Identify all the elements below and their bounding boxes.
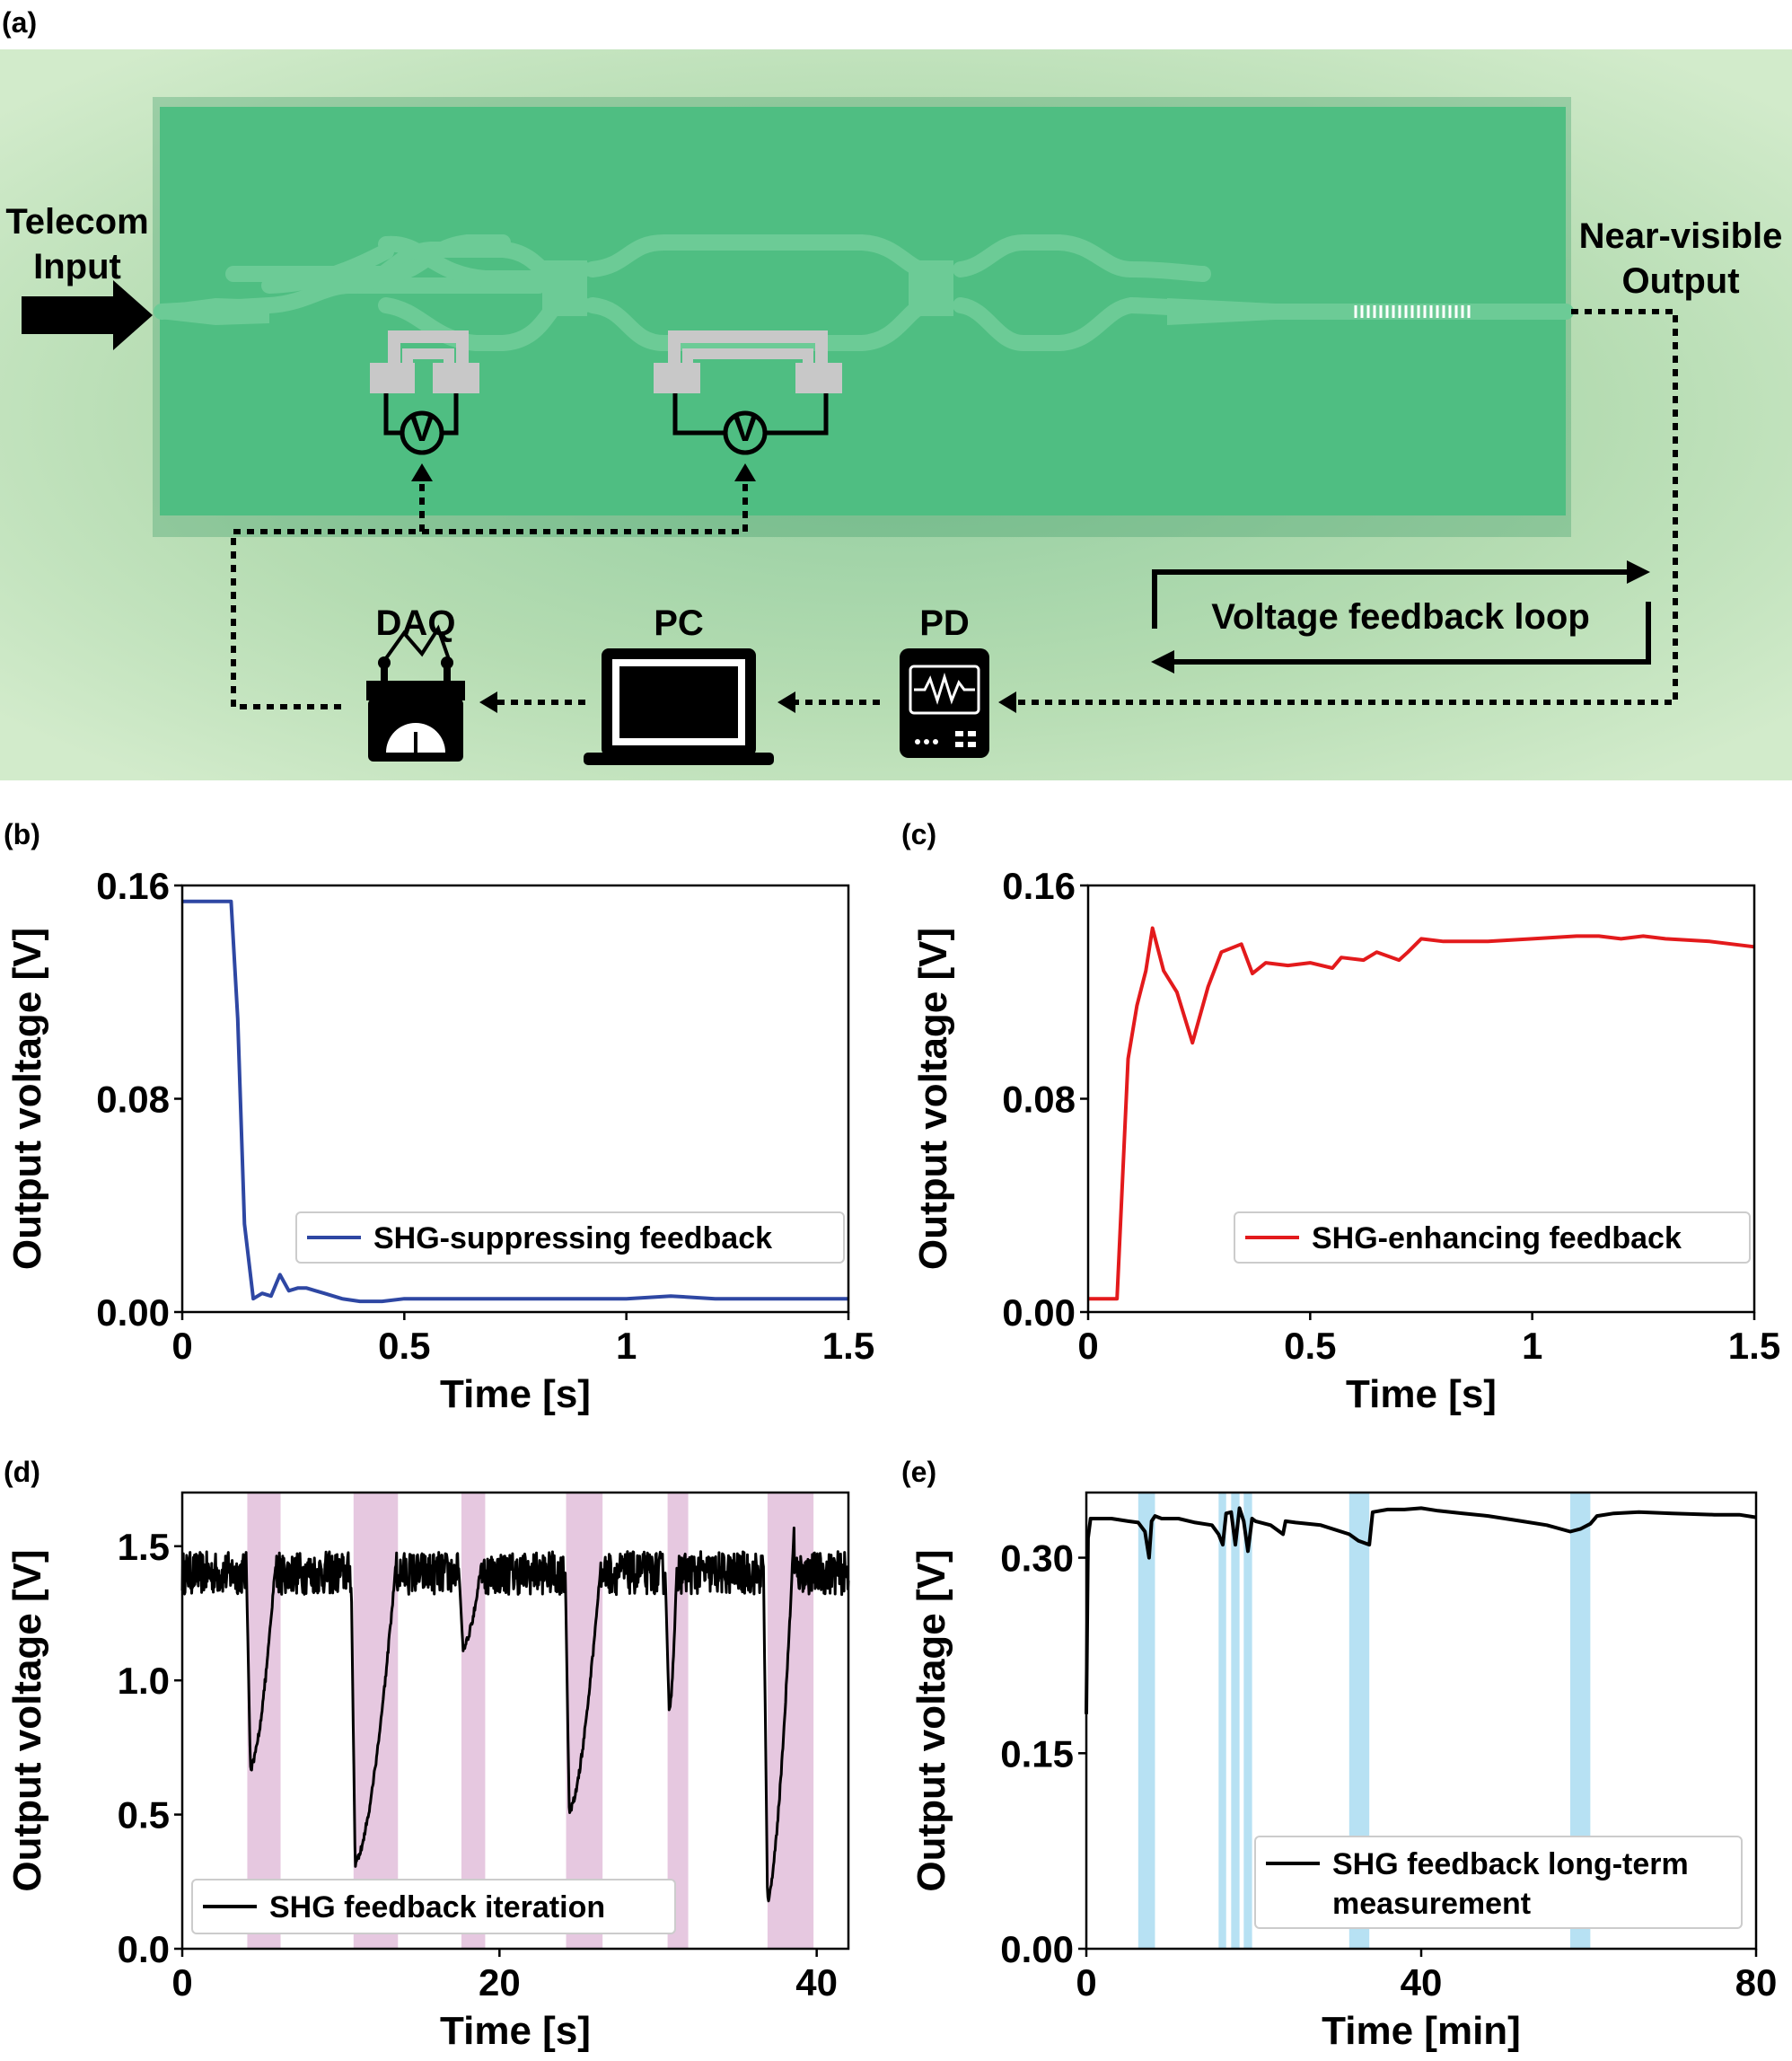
- shaded-interval: [1218, 1493, 1226, 1949]
- legend-label: measurement: [1332, 1887, 1531, 1921]
- feedback-loop-label: Voltage feedback loop: [1211, 597, 1590, 637]
- y-axis-label: Output voltage [V]: [5, 1549, 49, 1891]
- voltmeter-circuit-2: [672, 393, 829, 455]
- poled-grating: [1354, 305, 1471, 318]
- input-taper: [160, 298, 269, 325]
- shaded-interval: [1231, 1493, 1240, 1949]
- output-label-line2: Output: [1621, 261, 1739, 301]
- y-tick-label: 0.5: [118, 1794, 170, 1836]
- x-tick-label: 0: [1076, 1961, 1096, 2004]
- panel-label-b: (b): [4, 818, 40, 850]
- x-tick-label: 1: [1522, 1325, 1542, 1367]
- schematic-panel: (a): [0, 6, 1792, 780]
- y-tick-label: 0.08: [1002, 1079, 1076, 1121]
- y-tick-label: 0.0: [118, 1928, 170, 1970]
- laptop-icon: [584, 648, 774, 765]
- x-tick-label: 1.5: [1728, 1325, 1780, 1367]
- y-axis-label: Output voltage [V]: [909, 1549, 953, 1891]
- series-line: [180, 1526, 850, 1903]
- y-axis-label: Output voltage [V]: [5, 928, 49, 1270]
- coupler-1: [542, 260, 587, 316]
- y-tick-label: 0.08: [96, 1079, 170, 1121]
- x-tick-label: 0.5: [1284, 1325, 1336, 1367]
- shaded-interval: [1348, 1493, 1370, 1949]
- shaded-interval: [1569, 1493, 1591, 1949]
- legend-label: SHG feedback long-term: [1332, 1847, 1689, 1881]
- series-line: [1085, 1506, 1757, 1714]
- series-line: [182, 899, 848, 1304]
- y-tick-label: 0.15: [1000, 1732, 1074, 1775]
- series-line: [1088, 926, 1755, 1301]
- shaded-interval: [353, 1493, 399, 1949]
- y-tick-label: 0.00: [1002, 1291, 1076, 1334]
- x-tick-label: 1.5: [822, 1325, 874, 1367]
- x-axis-label: Time [min]: [1322, 2009, 1521, 2053]
- legend-label: SHG-enhancing feedback: [1312, 1221, 1682, 1255]
- feedback-dotted-path: [231, 309, 1678, 709]
- daq-label: DAQ: [376, 603, 456, 643]
- coupler-2: [909, 260, 953, 316]
- output-taper: [1167, 298, 1275, 325]
- y-tick-label: 0.16: [1002, 865, 1076, 907]
- output-label-line1: Near-visible: [1579, 216, 1783, 256]
- x-tick-label: 1: [616, 1325, 637, 1367]
- x-tick-label: 40: [795, 1961, 838, 2004]
- x-tick-label: 0: [171, 1961, 192, 2004]
- x-axis-label: Time [s]: [1346, 1372, 1497, 1416]
- panel-label-d: (d): [4, 1456, 40, 1488]
- y-tick-label: 1.5: [118, 1526, 170, 1568]
- x-tick-label: 40: [1401, 1961, 1443, 2004]
- input-arrow: [22, 280, 153, 350]
- plot-frame: [180, 1491, 850, 1951]
- shaded-interval: [1243, 1493, 1252, 1949]
- shaded-interval: [667, 1493, 689, 1949]
- legend-box: [295, 1211, 845, 1264]
- input-label-line1: Telecom: [5, 202, 148, 242]
- x-tick-label: 0: [171, 1325, 192, 1367]
- x-tick-label: 80: [1735, 1961, 1778, 2004]
- legend-label: SHG-suppressing feedback: [373, 1221, 772, 1255]
- pc-label: PC: [654, 603, 704, 643]
- dotted-arrowheads: [411, 463, 1016, 713]
- pd-label: PD: [919, 603, 970, 643]
- y-axis-label: Output voltage [V]: [911, 928, 955, 1270]
- x-tick-label: 0.5: [378, 1325, 430, 1367]
- electrode-pair-1: [370, 330, 479, 393]
- legend-box: [191, 1879, 676, 1934]
- photodetector-icon: [900, 648, 989, 758]
- x-axis-label: Time [s]: [440, 2009, 591, 2053]
- y-tick-label: 0.16: [96, 865, 170, 907]
- panel-label-c: (c): [901, 818, 936, 850]
- loop-arrowhead-left: [1151, 650, 1174, 674]
- shaded-interval: [566, 1493, 603, 1949]
- y-tick-label: 1.0: [118, 1660, 170, 1702]
- voltmeter-symbol-2: V: [733, 410, 758, 449]
- legend-label: SHG feedback iteration: [269, 1890, 605, 1924]
- voltmeter-symbol-1: V: [410, 410, 435, 449]
- panel-label-e: (e): [901, 1456, 936, 1488]
- x-axis-label: Time [s]: [440, 1372, 591, 1416]
- x-tick-label: 0: [1077, 1325, 1098, 1367]
- legend-box: [1254, 1836, 1743, 1929]
- loop-arrowhead-right: [1627, 560, 1650, 584]
- voltmeter-circuit-1: [383, 393, 459, 455]
- feedback-loop-arrows: [1152, 569, 1651, 665]
- panel-label-a: (a): [2, 6, 37, 39]
- shaded-interval: [1138, 1493, 1155, 1949]
- electrode-pair-2: [654, 330, 842, 393]
- x-tick-label: 20: [479, 1961, 521, 2004]
- y-tick-label: 0.30: [1000, 1537, 1074, 1580]
- input-label-line2: Input: [33, 247, 121, 286]
- daq-icon: [366, 624, 465, 762]
- legend-box: [1234, 1211, 1751, 1264]
- y-tick-label: 0.00: [1000, 1928, 1074, 1970]
- y-tick-label: 0.00: [96, 1291, 170, 1334]
